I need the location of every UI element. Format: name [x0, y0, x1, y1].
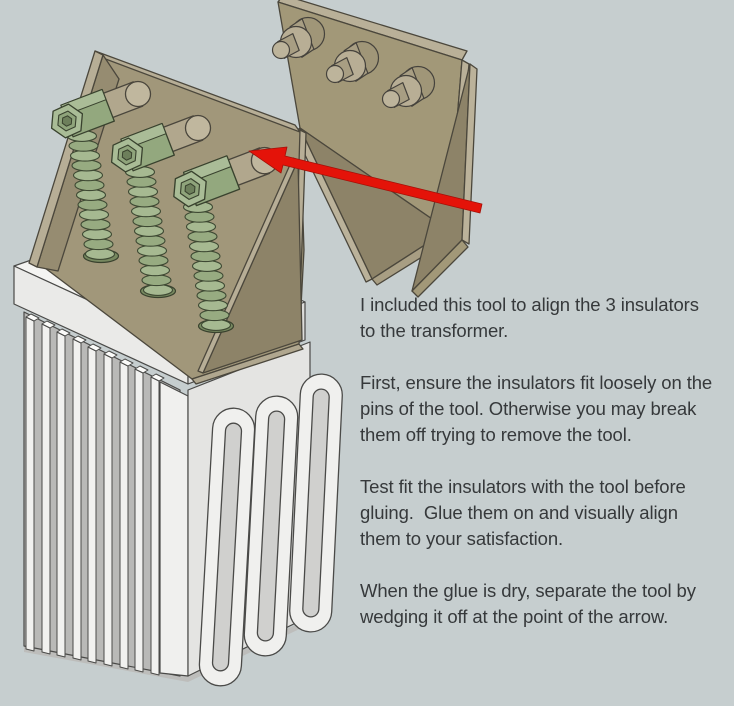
radiator-fins: [23, 311, 189, 677]
instruction-paragraph-4: When the glue is dry, separate the tool …: [360, 580, 701, 627]
alignment-tool-detached: [271, 0, 478, 298]
instruction-paragraph-2: First, ensure the insulators fit loosely…: [360, 372, 718, 445]
instruction-paragraph-3: Test fit the insulators with the tool be…: [360, 476, 691, 549]
instruction-paragraph-1: I included this tool to align the 3 insu…: [360, 294, 704, 341]
pointer-arrow: [248, 146, 483, 214]
tool-side-wall-right-edge: [461, 63, 478, 245]
instruction-text: I included this tool to align the 3 insu…: [360, 292, 716, 656]
radiator-loops: [198, 373, 343, 687]
tool-side-wall-right-bottom: [411, 239, 469, 298]
tool-base-edge: [191, 343, 304, 385]
insulators: [50, 80, 279, 334]
